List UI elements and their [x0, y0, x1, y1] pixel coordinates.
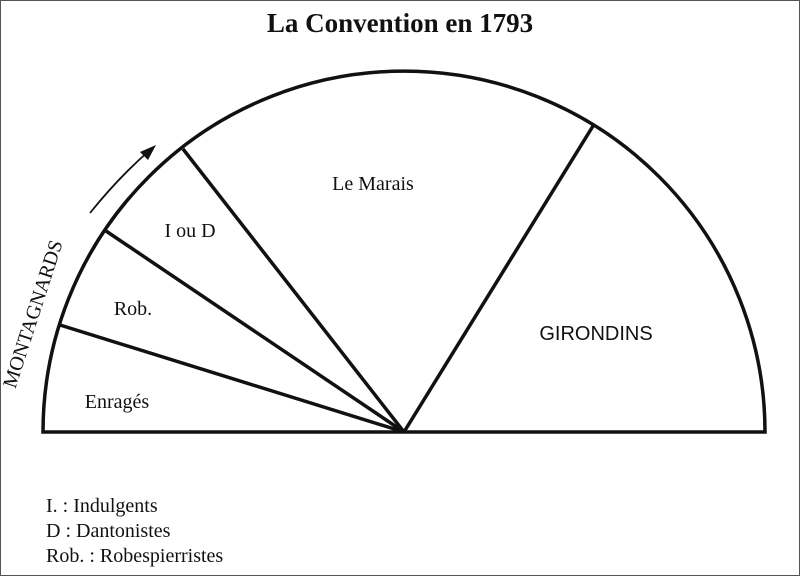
- divider-rob-iod: [105, 229, 405, 434]
- legend-item-robespierristes: Rob. : Robespierristes: [46, 545, 224, 567]
- legend: I. : Indulgents D : Dantonistes Rob. : R…: [46, 494, 223, 569]
- direction-arrow: [89, 149, 151, 214]
- hemicycle-outline: [41, 69, 767, 434]
- section-label-enrages: Enragés: [85, 391, 150, 413]
- diagram-title: La Convention en 1793: [266, 8, 534, 38]
- direction-arrow-head: [140, 145, 156, 160]
- section-label-marais: Le Marais: [332, 173, 414, 195]
- group-label-montagnards: MONTAGNARDS: [0, 238, 68, 391]
- section-label-indulgents-dantonistes: I ou D: [164, 220, 215, 242]
- divider-marais-girondins: [402, 125, 595, 433]
- legend-item-indulgents: I. : Indulgents: [46, 495, 158, 517]
- legend-item-dantonistes: D : Dantonistes: [46, 520, 171, 542]
- section-label-girondins: GIRONDINS: [539, 323, 652, 345]
- section-label-robespierristes: Rob.: [114, 298, 152, 320]
- divider-enrages-rob: [59, 323, 405, 434]
- divider-iod-marais: [181, 147, 406, 434]
